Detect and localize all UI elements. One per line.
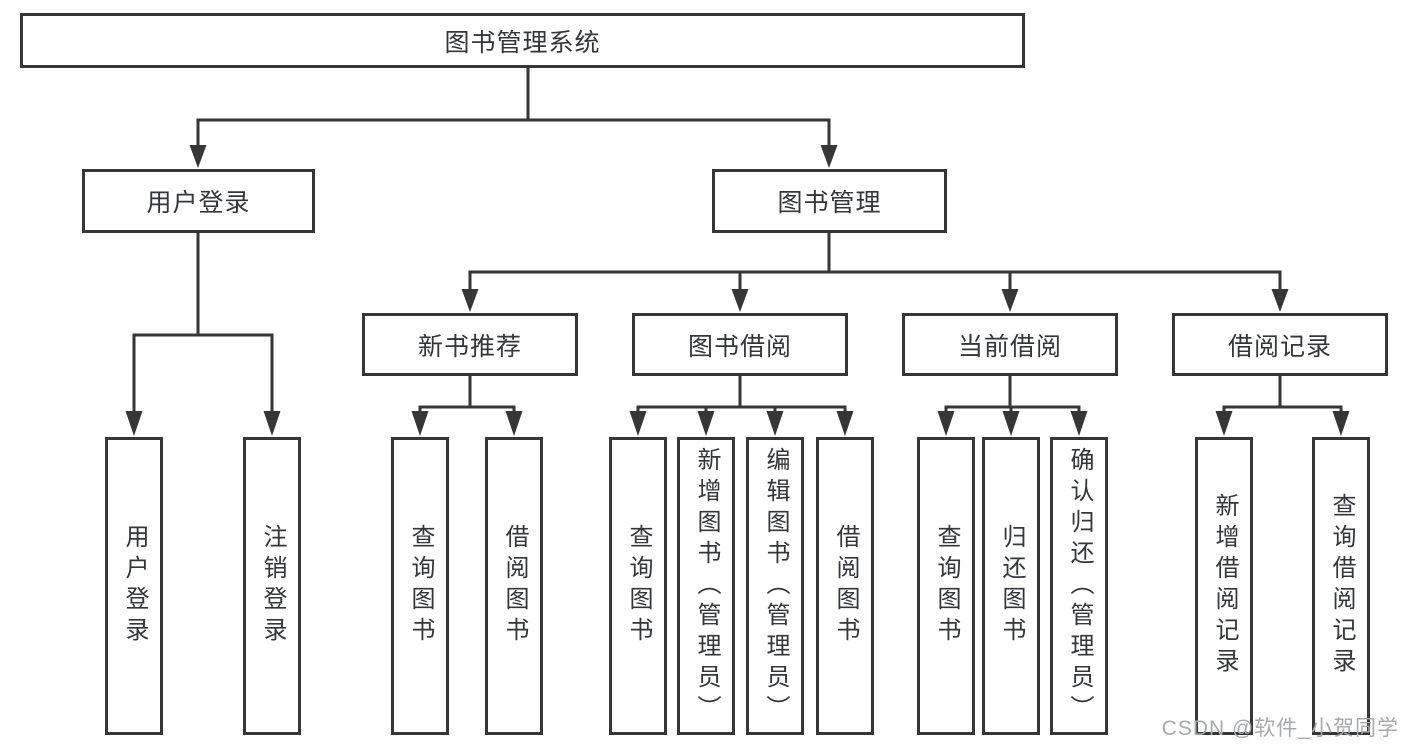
node-current-borrow-label: 当前借阅: [957, 332, 1062, 361]
node-borrow-records: 借阅记录: [1172, 313, 1388, 376]
node-book-management-label: 图书管理: [777, 189, 882, 217]
leaf-logout-label: 注销登录: [259, 524, 286, 648]
leaf-return-books-label: 归还图书: [998, 524, 1025, 648]
node-user-login-label: 用户登录: [146, 189, 251, 217]
leaf-borrow-books-recommend: 借阅图书: [485, 437, 543, 735]
leaf-edit-books-admin: 编辑图书（管理员）: [746, 437, 804, 735]
node-book-borrow-label: 图书借阅: [687, 332, 792, 361]
leaf-query-books-borrow: 查询图书: [609, 437, 667, 735]
leaf-logout: 注销登录: [243, 437, 301, 735]
leaf-borrow-books-recommend-label: 借阅图书: [501, 524, 528, 648]
node-current-borrow: 当前借阅: [902, 313, 1118, 376]
node-library-system: 图书管理系统: [20, 13, 1025, 68]
leaf-user-login: 用户登录: [105, 437, 163, 735]
leaf-borrow-books-label: 借阅图书: [832, 524, 859, 648]
leaf-user-login-label: 用户登录: [121, 524, 148, 648]
node-new-book-recommend-label: 新书推荐: [417, 332, 522, 361]
leaf-query-borrow-record: 查询借阅记录: [1312, 437, 1370, 735]
leaf-edit-books-admin-label: 编辑图书（管理员）: [762, 446, 789, 726]
node-new-book-recommend: 新书推荐: [362, 313, 578, 376]
node-book-management: 图书管理: [712, 169, 947, 233]
leaf-add-books-admin-label: 新增图书（管理员）: [693, 446, 720, 726]
leaf-query-books-borrow-label: 查询图书: [625, 524, 652, 648]
leaf-add-borrow-record: 新增借阅记录: [1195, 437, 1253, 735]
leaf-query-books-current-label: 查询图书: [933, 524, 960, 648]
node-user-login: 用户登录: [82, 169, 315, 233]
leaf-add-books-admin: 新增图书（管理员）: [677, 437, 735, 735]
node-book-borrow: 图书借阅: [632, 313, 848, 376]
leaf-query-books-current: 查询图书: [917, 437, 975, 735]
leaf-return-books: 归还图书: [982, 437, 1040, 735]
leaf-borrow-books: 借阅图书: [816, 437, 874, 735]
leaf-confirm-return-admin: 确认归还（管理员）: [1050, 437, 1108, 735]
node-borrow-records-label: 借阅记录: [1227, 332, 1332, 361]
leaf-confirm-return-admin-label: 确认归还（管理员）: [1066, 446, 1093, 726]
csdn-watermark: CSDN @软件_小贺同学: [1161, 717, 1399, 740]
leaf-add-borrow-record-label: 新增借阅记录: [1211, 493, 1238, 679]
leaf-query-borrow-record-label: 查询借阅记录: [1328, 493, 1355, 679]
node-library-system-label: 图书管理系统: [444, 28, 601, 57]
leaf-query-books-recommend-label: 查询图书: [407, 524, 434, 648]
leaf-query-books-recommend: 查询图书: [391, 437, 449, 735]
